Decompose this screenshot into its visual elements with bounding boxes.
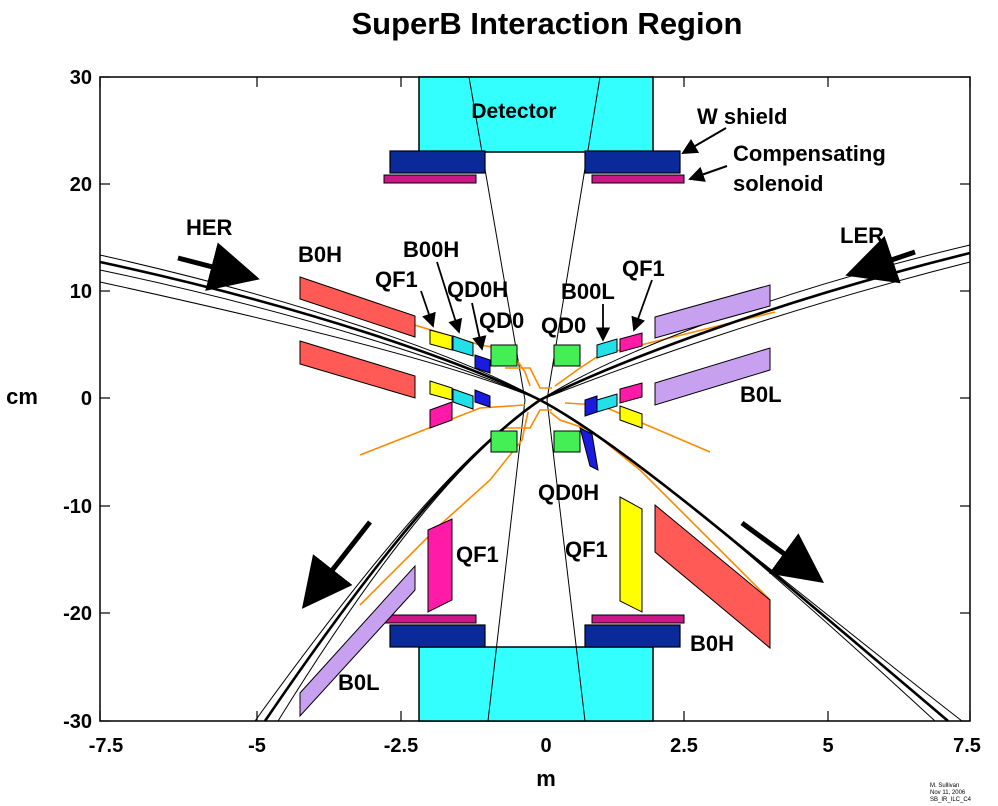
qd0-upper-left <box>490 344 518 367</box>
detector-bottom <box>418 646 654 722</box>
ler-incoming-arrow <box>845 235 916 284</box>
w-shield-top-left <box>389 150 486 174</box>
qd0h-blue-lower-left <box>474 389 491 408</box>
her-incoming-arrow <box>177 242 260 291</box>
qd0h-bottom-label: QD0H <box>538 480 599 505</box>
qd0h-blue-right <box>584 395 598 417</box>
qd0-upper-right <box>553 344 581 367</box>
b00l-top-label: B00L <box>561 279 615 304</box>
b0h-top-label: B0H <box>298 242 342 267</box>
w-shield-bottom-left <box>389 624 486 648</box>
detector-top <box>418 76 654 153</box>
b00h-cyan-upper <box>452 335 474 357</box>
y-ticks <box>100 76 970 722</box>
y-tick-label: -10 <box>63 496 92 518</box>
y-tick-label: 20 <box>70 174 92 196</box>
x-tick-label: -7.5 <box>89 735 123 757</box>
x-tick-label: 0 <box>540 735 551 757</box>
qd0-lower-right <box>553 430 581 453</box>
label-arrows <box>420 261 653 351</box>
w-shield-top-right <box>584 150 681 174</box>
solenoid-top-left <box>383 174 477 184</box>
qf1-yellow-upper-left <box>429 329 453 351</box>
b0l-right-upper <box>654 284 771 339</box>
qf1-bottom-left-label: QF1 <box>456 542 499 567</box>
y-tick-label: 10 <box>70 281 92 303</box>
y-tick-label: 0 <box>81 388 92 410</box>
qd0-left-label: QD0 <box>479 308 524 333</box>
b00h-top-label: B00H <box>403 237 459 262</box>
b0h-bottom-right <box>654 503 771 650</box>
b0h-top-left-upper <box>299 276 416 338</box>
credit-line-3: SB_IR_ILC_C4 <box>930 797 972 803</box>
qd0-lower-left <box>490 430 518 453</box>
credit-line-1: M. Sullivan <box>930 783 959 789</box>
x-tick-label: 7.5 <box>953 735 981 757</box>
b0l-right-lower <box>654 347 771 406</box>
solenoid-top-right <box>591 174 685 184</box>
qd0-right-label: QD0 <box>541 313 586 338</box>
qf1-yellow-lower-left <box>429 380 453 401</box>
b00h-cyan-lower <box>452 388 474 410</box>
b00l-cyan-lower <box>596 393 618 413</box>
x-tick-label: -2.5 <box>384 735 418 757</box>
x-tick-label: 2.5 <box>670 735 698 757</box>
qf1-magenta-left <box>429 401 453 429</box>
solenoid-bottom-left <box>383 614 477 624</box>
y-axis-title: cm <box>6 384 38 409</box>
ler-label: LER <box>840 223 884 248</box>
her-label: HER <box>186 215 233 240</box>
qf1-bottom-right-label: QF1 <box>565 537 608 562</box>
w-shield-arrow <box>681 127 727 155</box>
b0h-bottom-label: B0H <box>690 631 734 656</box>
qd0h-blue-upper-left <box>474 354 491 374</box>
qf1-magenta-bottom-left <box>427 518 453 613</box>
qf1-yellow-right <box>619 405 643 429</box>
ler-outgoing-arrow <box>301 520 372 609</box>
chart-title: SuperB Interaction Region <box>352 6 743 41</box>
x-axis-title: m <box>536 766 556 791</box>
b0l-right-label: B0L <box>740 382 782 407</box>
b0h-top-left-lower <box>299 340 416 399</box>
w-shield-label: W shield <box>697 104 787 129</box>
detector-label: Detector <box>471 100 556 123</box>
w-shield-bottom-right <box>584 624 681 648</box>
qd0h-top-label: QD0H <box>447 277 508 302</box>
qf1-top-left-label: QF1 <box>375 267 418 292</box>
compensating-label: Compensating <box>733 141 886 166</box>
x-tick-label: -5 <box>248 735 266 757</box>
beam-arrows <box>177 235 916 609</box>
b0l-bottom-label: B0L <box>338 670 380 695</box>
beam-trajectories <box>99 244 971 722</box>
qf1-top-right-label: QF1 <box>622 256 665 281</box>
y-tick-label: -30 <box>63 711 92 733</box>
qd0h-blue-bottom <box>579 427 599 471</box>
b00l-cyan-upper <box>596 338 618 359</box>
b0l-bottom-left <box>299 564 416 718</box>
credit-line-2: Nov 11, 2006 <box>930 790 966 796</box>
solenoid-arrow <box>688 165 728 182</box>
solenoid-bottom-right <box>591 614 685 624</box>
x-tick-label: 5 <box>822 735 833 757</box>
qf1-magenta-upper-right <box>619 332 643 353</box>
qf1-yellow-bottom-right <box>619 496 643 613</box>
y-tick-label: -20 <box>63 603 92 625</box>
y-tick-label: 30 <box>70 67 92 89</box>
solenoid-label: solenoid <box>733 171 823 196</box>
her-outgoing-arrow <box>740 520 825 583</box>
qf1-magenta-lower-right <box>619 382 643 404</box>
